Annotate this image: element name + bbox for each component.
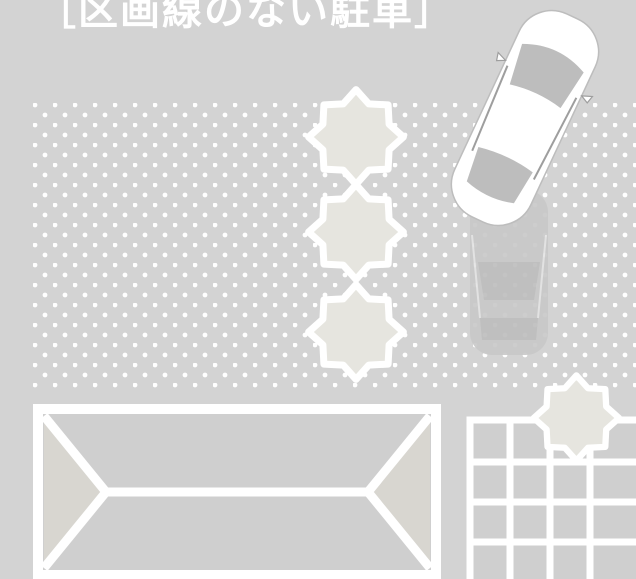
octagram-bush-icon [305, 86, 407, 188]
car-top-view-icon [450, 9, 600, 227]
octagram-bush-icon [305, 181, 407, 283]
octagram-bush-icon [305, 281, 407, 383]
ghost-car-icon [470, 190, 548, 355]
diagram-title: ［区画線のない駐車］ [36, 0, 456, 34]
crossed-rectangle-block [33, 404, 441, 579]
octagram-bush-icon [530, 372, 623, 464]
